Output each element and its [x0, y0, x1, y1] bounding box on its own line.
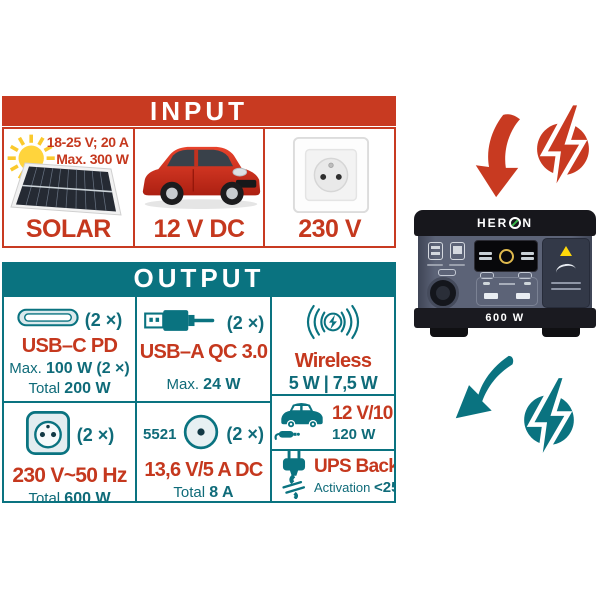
brand-text-left: HER	[476, 216, 509, 230]
input-header: INPUT	[2, 96, 396, 126]
display-output-readout	[520, 250, 534, 262]
product-top-panel: HER N	[414, 210, 596, 236]
brand-logo: HER N	[477, 216, 533, 230]
car-12v-power: 120 W	[332, 425, 376, 443]
usb-panel-label	[499, 283, 515, 285]
display-gauge	[498, 248, 514, 264]
usb-a-port	[484, 293, 498, 299]
output-flow-arrow-icon	[452, 353, 520, 428]
ups-activation: Activation <25ms	[314, 479, 394, 496]
usb-c-port	[524, 282, 531, 285]
cell-dc-5521: 5521 (2 ×) 13,6 V/5 A DC Total 8 A	[135, 401, 272, 503]
output-bolt-icon	[517, 373, 581, 471]
usb-output-panel	[476, 277, 538, 306]
battery-icon	[450, 242, 465, 260]
output-header: OUTPUT	[2, 262, 396, 295]
wireless-title: Wireless	[294, 350, 372, 372]
car-12v-title: 12 V/10 A	[332, 402, 394, 424]
dc-plug-code: 5521	[143, 426, 177, 443]
usb-c-title: USB–C PD	[21, 335, 118, 357]
dc-title: 13,6 V/5 A DC	[144, 459, 263, 481]
usb-a-icon	[143, 308, 221, 338]
ac-title: 230 V~50 Hz	[12, 464, 127, 487]
car-socket-icon	[274, 396, 330, 449]
ups-plug-icon	[279, 451, 309, 501]
button-pill	[438, 269, 456, 276]
input-cell-solar: 18-25 V; 20 A Max. 300 W SO	[4, 129, 133, 246]
output-cells: (2 ×) USB–C PD Max. 100 W (2 ×) Total 20…	[2, 295, 396, 503]
solar-spec-line1: 18-25 V; 20 A	[46, 134, 129, 150]
ac-socket-icon	[25, 410, 71, 461]
caption-bar	[449, 264, 465, 266]
wall-outlet-image	[291, 135, 371, 220]
dc-barrel-icon	[182, 413, 220, 456]
pure-sine-wave-logo	[554, 262, 578, 280]
solar-spec-line2: Max. 300 W	[56, 150, 129, 167]
brand-text-right: N	[522, 216, 533, 230]
door-text-bar	[551, 288, 581, 290]
input-cell-230v: 230 V	[263, 129, 394, 246]
ac-total: Total 600 W	[28, 490, 111, 503]
button-pill	[518, 272, 532, 279]
dc-qty: (2 ×)	[226, 424, 264, 444]
ac-qty: (2 ×)	[76, 425, 115, 445]
ups-title: UPS Backup	[314, 456, 394, 477]
product-foot	[430, 328, 468, 337]
cell-usb-c-pd: (2 ×) USB–C PD Max. 100 W (2 ×) Total 20…	[2, 295, 137, 403]
caption-bar	[427, 264, 443, 266]
cell-usb-a-qc: (2 ×) USB–A QC 3.0 Max. 24 W	[135, 295, 272, 403]
product-base: 600 W	[414, 308, 596, 328]
cell-ac-230v: (2 ×) 230 V~50 Hz Total 600 W	[2, 401, 137, 503]
wireless-charging-icon	[288, 302, 378, 347]
usb-c-port	[483, 282, 490, 285]
input-flow-arrow-icon	[464, 114, 530, 203]
charge-mode-icon	[428, 242, 443, 260]
usb-a-max: Max. 24 W	[166, 376, 241, 393]
display-input-readout	[478, 250, 492, 262]
cell-car-12v: 12 V/10 A 120 W	[270, 394, 396, 451]
wireless-row2: 10 W | 15 W	[272, 394, 394, 395]
cell-wireless: Wireless 5 W | 7,5 W 10 W | 15 W	[270, 295, 396, 396]
solar-label: SOLAR	[25, 215, 111, 243]
usb-c-total: Total 200 W	[28, 380, 111, 397]
solar-spec: 18-25 V; 20 A Max. 300 W	[47, 134, 129, 168]
usb-a-title: USB–A QC 3.0	[139, 341, 268, 363]
usb-a-qty: (2 ×)	[226, 312, 265, 333]
usb-c-icon	[17, 308, 79, 332]
product-power-label: 600 W	[485, 312, 525, 324]
usb-c-qty: (2 ×)	[84, 309, 123, 330]
wireless-row1: 5 W | 7,5 W	[288, 373, 378, 393]
brand-logo-o-icon	[509, 217, 522, 229]
power-station-image: HER N	[414, 210, 596, 344]
input-cells: 18-25 V; 20 A Max. 300 W SO	[2, 127, 396, 248]
car-image	[137, 137, 265, 218]
solar-panel-image	[8, 161, 130, 228]
product-foot	[542, 328, 580, 337]
dc-output-socket	[427, 277, 459, 309]
usb-a-port	[516, 293, 530, 299]
product-front-panel	[418, 236, 592, 309]
button-pill	[480, 272, 494, 279]
230v-label: 230 V	[298, 215, 362, 243]
input-cell-12vdc: 12 V DC	[132, 129, 265, 246]
product-display	[474, 240, 538, 272]
product-side-door	[542, 238, 590, 308]
dc-total: Total 8 A	[173, 484, 234, 501]
12vdc-label: 12 V DC	[153, 215, 245, 243]
door-text-bar	[551, 282, 581, 284]
warning-icon	[560, 246, 572, 256]
usb-c-max: Max. 100 W (2 ×)	[9, 360, 130, 377]
cell-ups-backup: UPS Backup Activation <25ms	[270, 449, 396, 503]
input-bolt-icon	[531, 100, 595, 202]
